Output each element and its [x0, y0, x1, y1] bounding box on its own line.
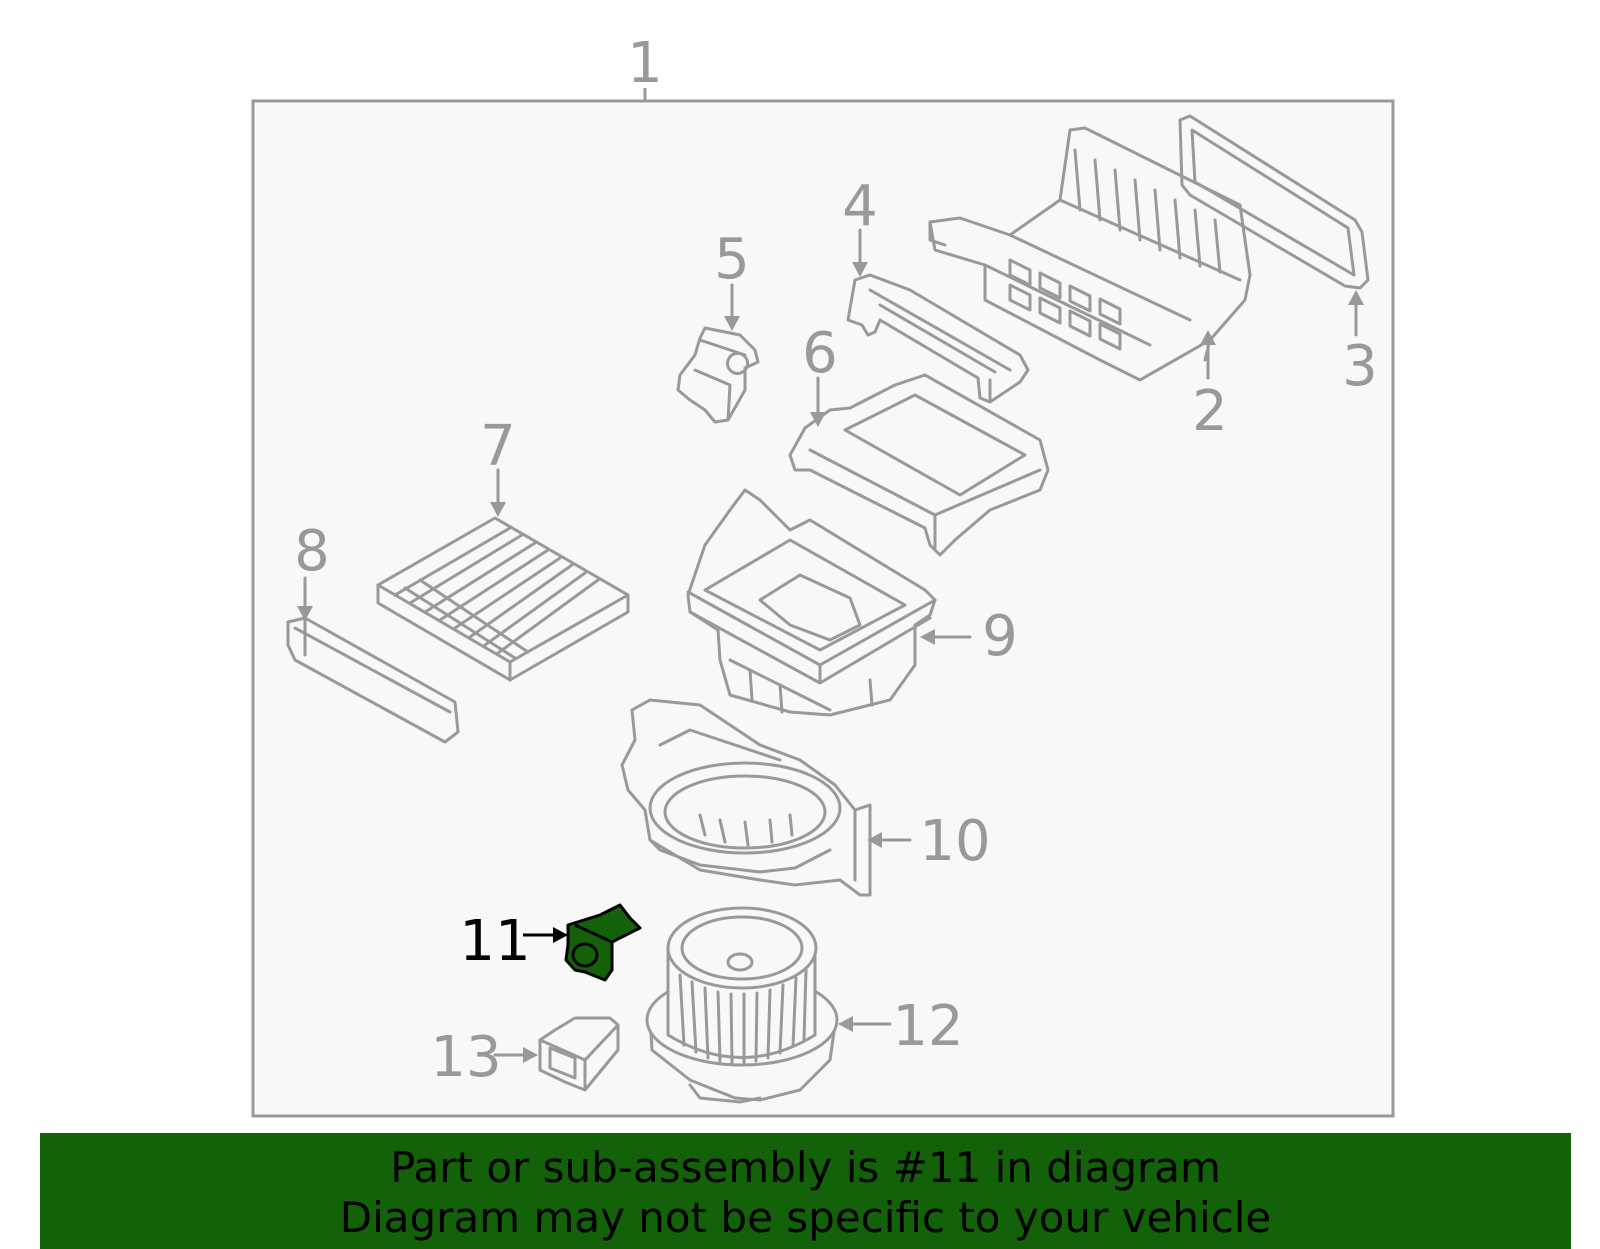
callout-11: 11 — [459, 909, 530, 974]
callout-8: 8 — [294, 519, 330, 584]
info-banner: Part or sub-assembly is #11 in diagram D… — [40, 1133, 1571, 1249]
part-13-resistor[interactable] — [538, 1016, 620, 1092]
part-5-actuator[interactable] — [676, 326, 760, 424]
callout-10: 10 — [919, 809, 990, 874]
part-9-upper-case[interactable] — [686, 488, 937, 717]
callout-12: 12 — [892, 994, 963, 1059]
banner-line-2: Diagram may not be specific to your vehi… — [339, 1193, 1272, 1242]
part-10-lower-case[interactable] — [620, 698, 872, 897]
part-8-door[interactable] — [286, 616, 460, 744]
part-7-filter[interactable] — [376, 516, 630, 682]
callout-5: 5 — [714, 227, 750, 292]
part-3-gasket[interactable] — [1178, 114, 1370, 290]
banner-line-1: Part or sub-assembly is #11 in diagram — [390, 1143, 1221, 1192]
callout-6: 6 — [802, 321, 838, 386]
callout-2: 2 — [1192, 379, 1228, 444]
part-2-case[interactable] — [928, 126, 1252, 382]
part-12-blower-motor[interactable] — [645, 906, 839, 1104]
callout-3: 3 — [1342, 334, 1378, 399]
callout-13: 13 — [430, 1025, 501, 1090]
part-4-bracket[interactable] — [846, 273, 1030, 404]
callout-7: 7 — [480, 414, 516, 479]
callout-1: 1 — [627, 31, 663, 96]
callout-4: 4 — [842, 174, 878, 239]
part-11-highlighted[interactable] — [564, 903, 642, 982]
part-6-cover[interactable] — [788, 373, 1050, 557]
callout-9: 9 — [982, 604, 1018, 669]
